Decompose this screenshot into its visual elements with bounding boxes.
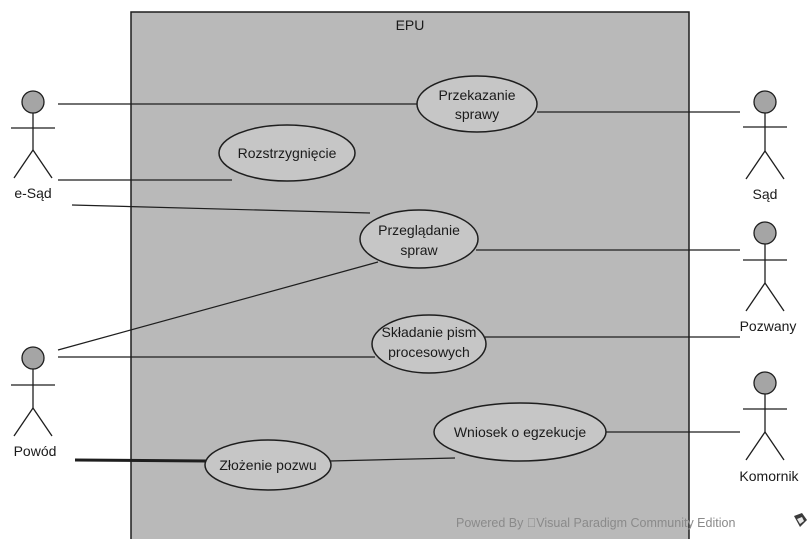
visual-paradigm-logo-icon [794,513,807,527]
actor-head [753,90,777,114]
usecase-label: Złożenie pozwu [219,457,316,473]
usecase-label: Składanie pism [382,324,477,340]
usecase-label: Przeglądanie [378,222,460,238]
usecase-skladanie-pism[interactable]: Składanie pism procesowych [371,314,487,374]
watermark-text: Powered By ⃞Visual Paradigm Community Ed… [456,516,735,530]
actor-pozwany[interactable] [743,221,787,312]
actor-head [753,371,777,395]
actor-label-sad: Sąd [753,186,778,202]
usecase-rozstrzygniecie[interactable]: Rozstrzygnięcie [218,124,356,182]
usecase-label: Przekazanie [438,87,515,103]
actor-head [21,90,45,114]
associations [57,103,740,463]
actor-label-powod: Powód [14,443,57,459]
usecase-przegladanie-spraw[interactable]: Przeglądanie spraw [359,209,479,269]
usecase-label: Rozstrzygnięcie [238,145,337,161]
actor-e-sad[interactable] [11,90,55,179]
actor-head [753,221,777,245]
assoc-esad-przegladanie [71,204,371,214]
actor-head [21,346,45,370]
assoc-powod-przegladanie [57,261,379,351]
usecase-label: spraw [400,242,438,258]
assoc-powod-zlozenie [74,458,208,463]
actor-label-pozwany: Pozwany [740,318,797,334]
assoc-zlozenie-wniosek [329,457,456,462]
usecase-label: sprawy [455,106,499,122]
usecase-zlozenie-pozwu[interactable]: Złożenie pozwu [204,439,332,491]
usecase-label: Wniosek o egzekucje [454,424,587,440]
system-title: EPU [396,17,425,33]
actor-label-komornik: Komornik [739,468,799,484]
actor-powod[interactable] [11,346,55,437]
usecase-wniosek-o-egzekucje[interactable]: Wniosek o egzekucje [433,402,607,462]
actor-sad[interactable] [743,90,787,180]
usecase-przekazanie-sprawy[interactable]: Przekazanie sprawy [416,75,538,133]
actor-label-e-sad: e-Sąd [14,185,51,201]
usecase-label: procesowych [388,344,470,360]
actor-komornik[interactable] [743,371,787,461]
